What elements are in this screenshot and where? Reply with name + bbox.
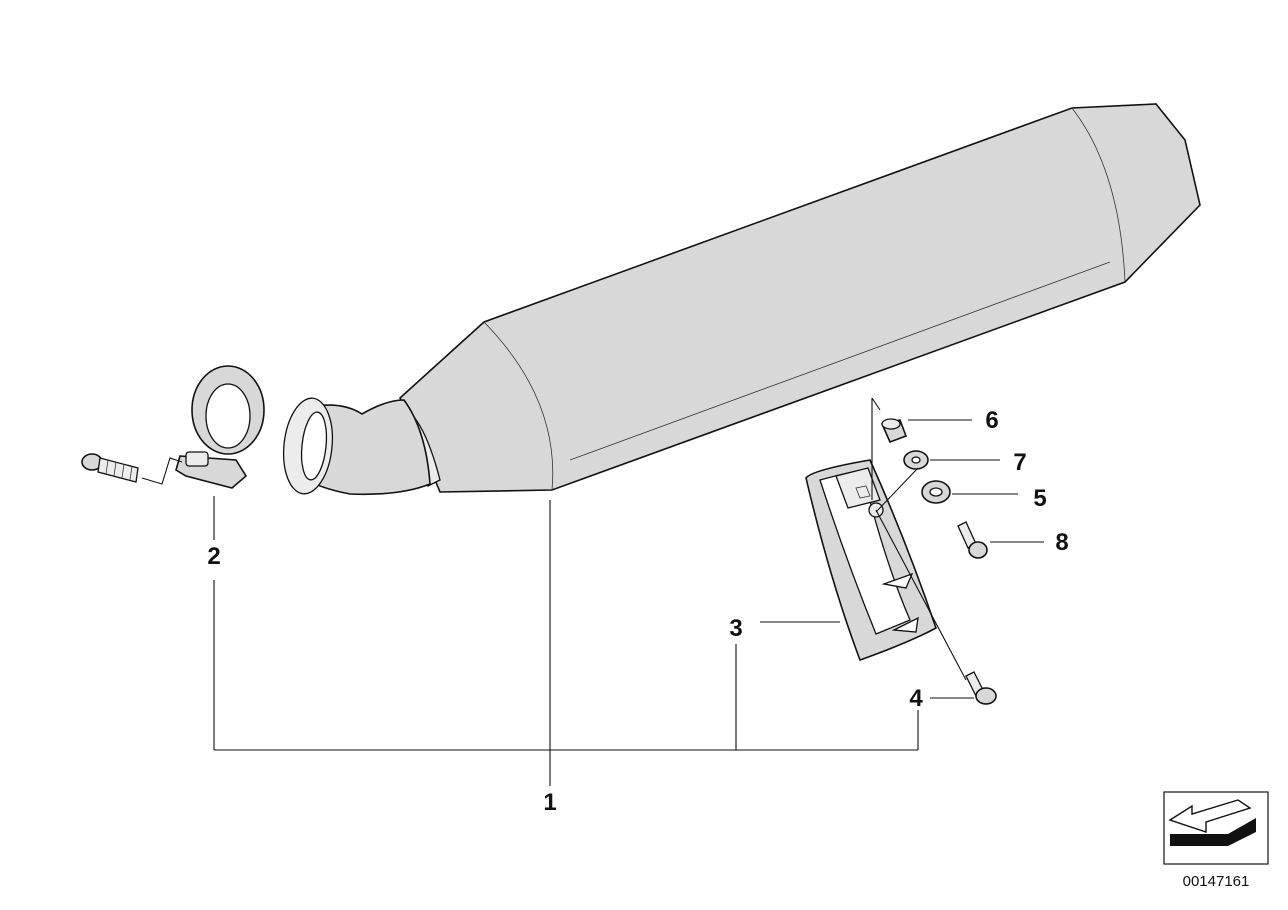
strap-part[interactable] xyxy=(805,459,937,662)
callout-4: 4 xyxy=(909,685,923,712)
clamp-part[interactable] xyxy=(175,365,265,489)
document-number: 00147161 xyxy=(1183,873,1250,890)
callout-7: 7 xyxy=(1013,449,1026,476)
leader-lines xyxy=(213,419,1044,786)
clamp-bolt-part[interactable] xyxy=(81,453,139,483)
bolt-assembly-line xyxy=(141,457,183,485)
callout-5: 5 xyxy=(1033,485,1046,512)
hardware-assembly-lines xyxy=(871,397,967,681)
screw-bottom-part[interactable] xyxy=(965,671,997,705)
direction-arrow-icon xyxy=(1163,791,1269,865)
callout-8: 8 xyxy=(1055,529,1068,556)
rubber-grommet-part[interactable] xyxy=(880,418,908,444)
washer-part[interactable] xyxy=(903,450,929,470)
spacer-bushing-part[interactable] xyxy=(921,480,951,504)
callout-2: 2 xyxy=(207,543,220,570)
callout-6: 6 xyxy=(985,407,998,434)
silencer-part[interactable] xyxy=(279,103,1201,496)
callout-3: 3 xyxy=(729,615,742,642)
callout-1: 1 xyxy=(543,789,556,816)
screw-top-part[interactable] xyxy=(957,521,988,559)
